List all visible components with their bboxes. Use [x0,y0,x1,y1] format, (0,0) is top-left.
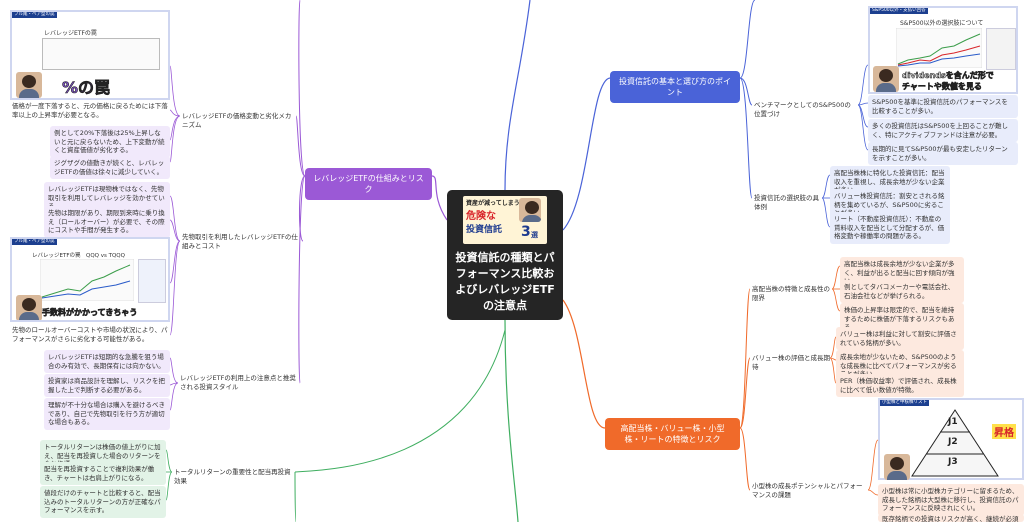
leaf-fund-type-3[interactable]: リート（不動産投資信託）：不動産の賃料収入を配当として分配するが、価格変動や稼働… [830,212,950,244]
promotion-badge: 昇格 [992,424,1016,439]
branch-stock-types[interactable]: 高配当株・バリュー株・小型株・リートの特徴とリスク [605,418,740,450]
leaf-small-cap-2[interactable]: 既存銘柄での投資はリスクが高く、継続が必須 [878,514,1024,522]
thumb-line-chart [896,28,982,68]
tier-j1: J1 [948,417,958,427]
sub-fund-examples[interactable]: 投資信託の選択肢の具体例 [754,194,819,211]
thumb-caption-1: dividendsを含んだ形で [902,71,994,81]
qqq-vs-tqqq-thumbnail[interactable]: フル尾・ベア型の罠 レバレッジETFの罠 QQQ vs TQQQ 手数料がかかっ… [10,237,170,322]
presenter-avatar [873,66,899,92]
leaf-price-recovery[interactable]: 価格が一度下落すると、元の価格に戻るためには下落率以上の上昇率が必要となる。 [12,102,168,119]
thumb-caption: %の罠 [62,78,111,98]
sub-value-stocks[interactable]: バリュー株の評価と成長期待 [752,354,830,371]
thumb-tag: 小型株と中核株リスト [880,400,929,406]
thumb-chart-title: レバレッジETFの罠 [44,30,97,37]
thumb-chart-title: レバレッジETFの罠 QQQ vs TQQQ [32,253,125,259]
presenter-avatar [519,198,541,222]
leaf-usage-2[interactable]: 投資家は商品設計を理解し、リスクを把握した上で判断する必要がある。 [44,374,170,397]
branch-invest-basics[interactable]: 投資信託の基本と選び方のポイント [610,71,740,103]
sp500-alternatives-thumbnail[interactable]: S&P500以外・支払い回答 S&P500以外の選択肢について dividend… [868,6,1018,94]
central-topic-title: 投資信託の種類とパフォーマンス比較およびレバレッジETFの注意点 [455,251,555,312]
thumb-number: 3 [521,224,531,240]
sub-usage-style[interactable]: レバレッジETFの利用上の注意点と推奨される投資スタイル [180,374,296,391]
branch-leverage-label: レバレッジETFの仕組みとリスク [313,174,424,194]
leaf-value-1[interactable]: バリュー株は利益に対して割安に評価されている銘柄が多い。 [836,327,964,350]
sub-benchmark-sp500[interactable]: ベンチマークとしてのS&P500の位置づけ [754,101,851,118]
leaf-total-return-3[interactable]: 値段だけのチャートと比較すると、配当込みのトータルリターンの方が正確なパフォーマ… [40,486,166,518]
thumb-tag: フル尾・ベア型の罠 [12,12,57,18]
thumb-caption-2: チャートや数値を見る [902,82,983,92]
thumb-line3: 投資信託 [466,225,503,235]
branch-invest-label: 投資信託の基本と選び方のポイント [619,77,731,97]
leaf-usage-3[interactable]: 理解が不十分な場合は購入を避けるべきであり、自己で先物取引を行う方が適切な場合も… [44,398,170,430]
thumb-tag: S&P500以外・支払い回答 [870,8,928,14]
thumb-line-chart [40,259,134,301]
leaf-small-cap-1[interactable]: 小型株は常に小型株カテゴリーに留まるため、成長した銘柄は大型株に移行し、投資信託… [878,484,1024,516]
center-thumbnail: 資産が減ってしまう 危険な 投資信託 3 選 [463,196,547,244]
leaf-value-3[interactable]: PER（株価収益率）で評価され、成長株に比べて低い数値が特徴。 [836,374,964,397]
thumb-side-table [138,259,166,303]
tier-j3: J3 [948,457,958,467]
presenter-avatar [16,72,42,98]
thumb-line1: 資産が減ってしまう [466,200,520,207]
central-topic[interactable]: 資産が減ってしまう 危険な 投資信託 3 選 投資信託の種類とパフォーマンス比較… [447,190,563,320]
leaf-20pct[interactable]: 例として20%下落後は25%上昇しないと元に戻らないため、上下変動が続くと資産価… [50,126,170,158]
leaf-benchmark-1[interactable]: S&P500を基準に投資信託のパフォーマンスを比較することが多い。 [868,95,1018,118]
thumb-tag: フル尾・ベア型の罠 [12,239,57,245]
branch-stocks-label: 高配当株・バリュー株・小型株・リートの特徴とリスク [620,424,725,444]
thumb-chart-title: S&P500以外の選択肢について [900,20,984,27]
leaf-benchmark-2[interactable]: 多くの投資信託はS&P500を上回ることが難しく、特にアクティブファンドは注意が… [868,119,1018,142]
leaf-high-dividend-2[interactable]: 例としてタバコメーカーや電話会社、石油会社などが挙げられる。 [840,280,964,303]
tier-j2: J2 [948,437,958,447]
thumb-pyramid [911,409,999,477]
presenter-avatar [884,454,910,480]
sub-leverage-mechanism[interactable]: レバレッジETFの価格変動と劣化メカニズム [182,112,292,129]
leaf-usage-1[interactable]: レバレッジETFは短期的な急騰を狙う場合のみ有効で、長期保有には向かない。 [44,350,170,373]
thumb-select: 選 [531,231,538,239]
sub-futures-cost[interactable]: 先物取引を利用したレバレッジETFの仕組みとコスト [182,233,298,250]
presenter-avatar [16,295,42,320]
thumb-line2: 危険な [466,211,496,222]
leaf-benchmark-3[interactable]: 長期的に見てS&P500が最も安定したリターンを示すことが多い。 [868,142,1018,165]
thumb-caption: 手数料がかかってきちゃう [42,308,138,318]
leaf-rollover-cost[interactable]: 先物のロールオーバーコストや市場の状況により、パフォーマンスがさらに劣化する可能… [12,326,168,343]
leaf-futures-2[interactable]: 先物は期限があり、期限到来時に乗り換え（ロールオーバー）が必要で、その際にコスト… [44,206,170,238]
thumb-chart-area [42,38,160,70]
sub-total-return[interactable]: トータルリターンの重要性と配当再投資効果 [174,468,291,485]
leverage-trap-thumbnail[interactable]: フル尾・ベア型の罠 レバレッジETFの罠 %の罠 [10,10,170,100]
leaf-total-return-2[interactable]: 配当を再投資することで複利効果が働き、チャートは右肩上がりになる。 [40,462,166,485]
sub-small-cap[interactable]: 小型株の成長ポテンシャルとパフォーマンスの課題 [752,482,863,499]
leaf-zigzag[interactable]: ジグザグの値動きが続くと、レバレッジETFの価値は徐々に減少していく。 [50,156,170,179]
sub-high-dividend[interactable]: 高配当株の特徴と成長性の限界 [752,285,830,302]
branch-leverage-etf[interactable]: レバレッジETFの仕組みとリスク [305,168,432,200]
thumb-side-bars [986,28,1016,70]
